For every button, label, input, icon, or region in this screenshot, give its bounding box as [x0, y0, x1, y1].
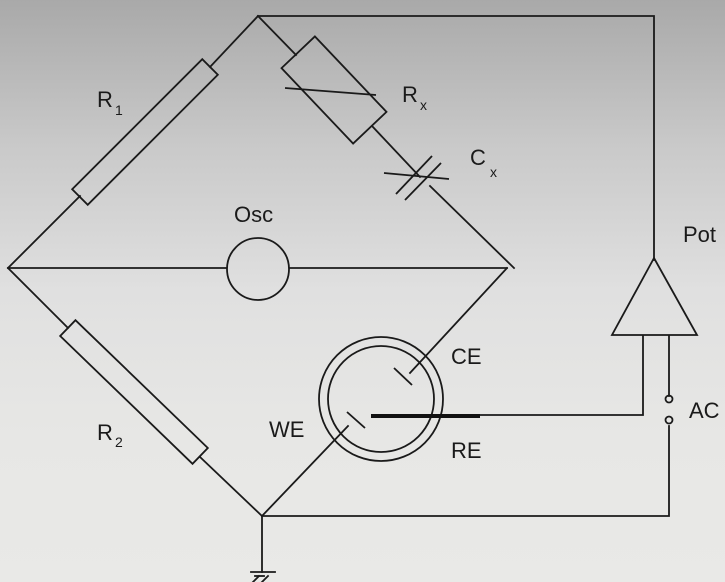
label-cx: C: [470, 145, 486, 170]
wire-ac-to-bottom: [261, 425, 670, 517]
resistor-r2: [58, 318, 210, 466]
ce-electrode: [393, 367, 413, 386]
variable-capacitor-cx: [383, 155, 450, 201]
wire-re-to-pot: [449, 335, 644, 416]
label-ce: CE: [451, 344, 482, 369]
resistor-r1: [70, 57, 220, 207]
we-electrode: [346, 411, 366, 429]
wire-cx-right: [428, 184, 516, 270]
label-pot: Pot: [683, 222, 716, 247]
variable-arrow-cx: [383, 172, 450, 180]
wire-r1-upper: [208, 14, 260, 69]
wire-top-to-pot: [257, 15, 655, 261]
wire-rx-cx: [370, 124, 422, 179]
wire-r1-lower: [6, 194, 82, 270]
label-r2: R: [97, 420, 113, 445]
variable-arrow-rx: [284, 87, 377, 96]
electrochemical-cell: [318, 336, 480, 462]
bridge-wires: [6, 14, 670, 573]
ac-switch-contact-top: [664, 394, 674, 404]
label-rx: R: [402, 82, 418, 107]
label-cx-subscript: x: [490, 164, 497, 180]
label-we: WE: [269, 417, 304, 442]
wire-r2-lower: [198, 455, 264, 518]
wire-we: [260, 424, 350, 518]
label-ac: AC: [689, 398, 720, 423]
potentiostat-icon: [610, 256, 699, 336]
wire-r2-upper: [6, 266, 70, 330]
wire-rx-upper: [256, 14, 298, 57]
label-re: RE: [451, 438, 482, 463]
oscillator-icon: [226, 237, 290, 301]
label-r1: R: [97, 87, 113, 112]
label-osc: Osc: [234, 202, 273, 227]
variable-resistor-rx: [280, 35, 388, 145]
cx-plate-2: [404, 162, 442, 201]
ground-icon: [250, 571, 276, 582]
label-r1-subscript: 1: [115, 102, 123, 118]
cell-outer-ring: [318, 336, 444, 462]
label-rx-subscript: x: [420, 97, 427, 113]
cell-inner-ring: [327, 345, 435, 453]
ac-switch-contact-bottom: [664, 415, 674, 425]
label-r2-subscript: 2: [115, 434, 123, 450]
